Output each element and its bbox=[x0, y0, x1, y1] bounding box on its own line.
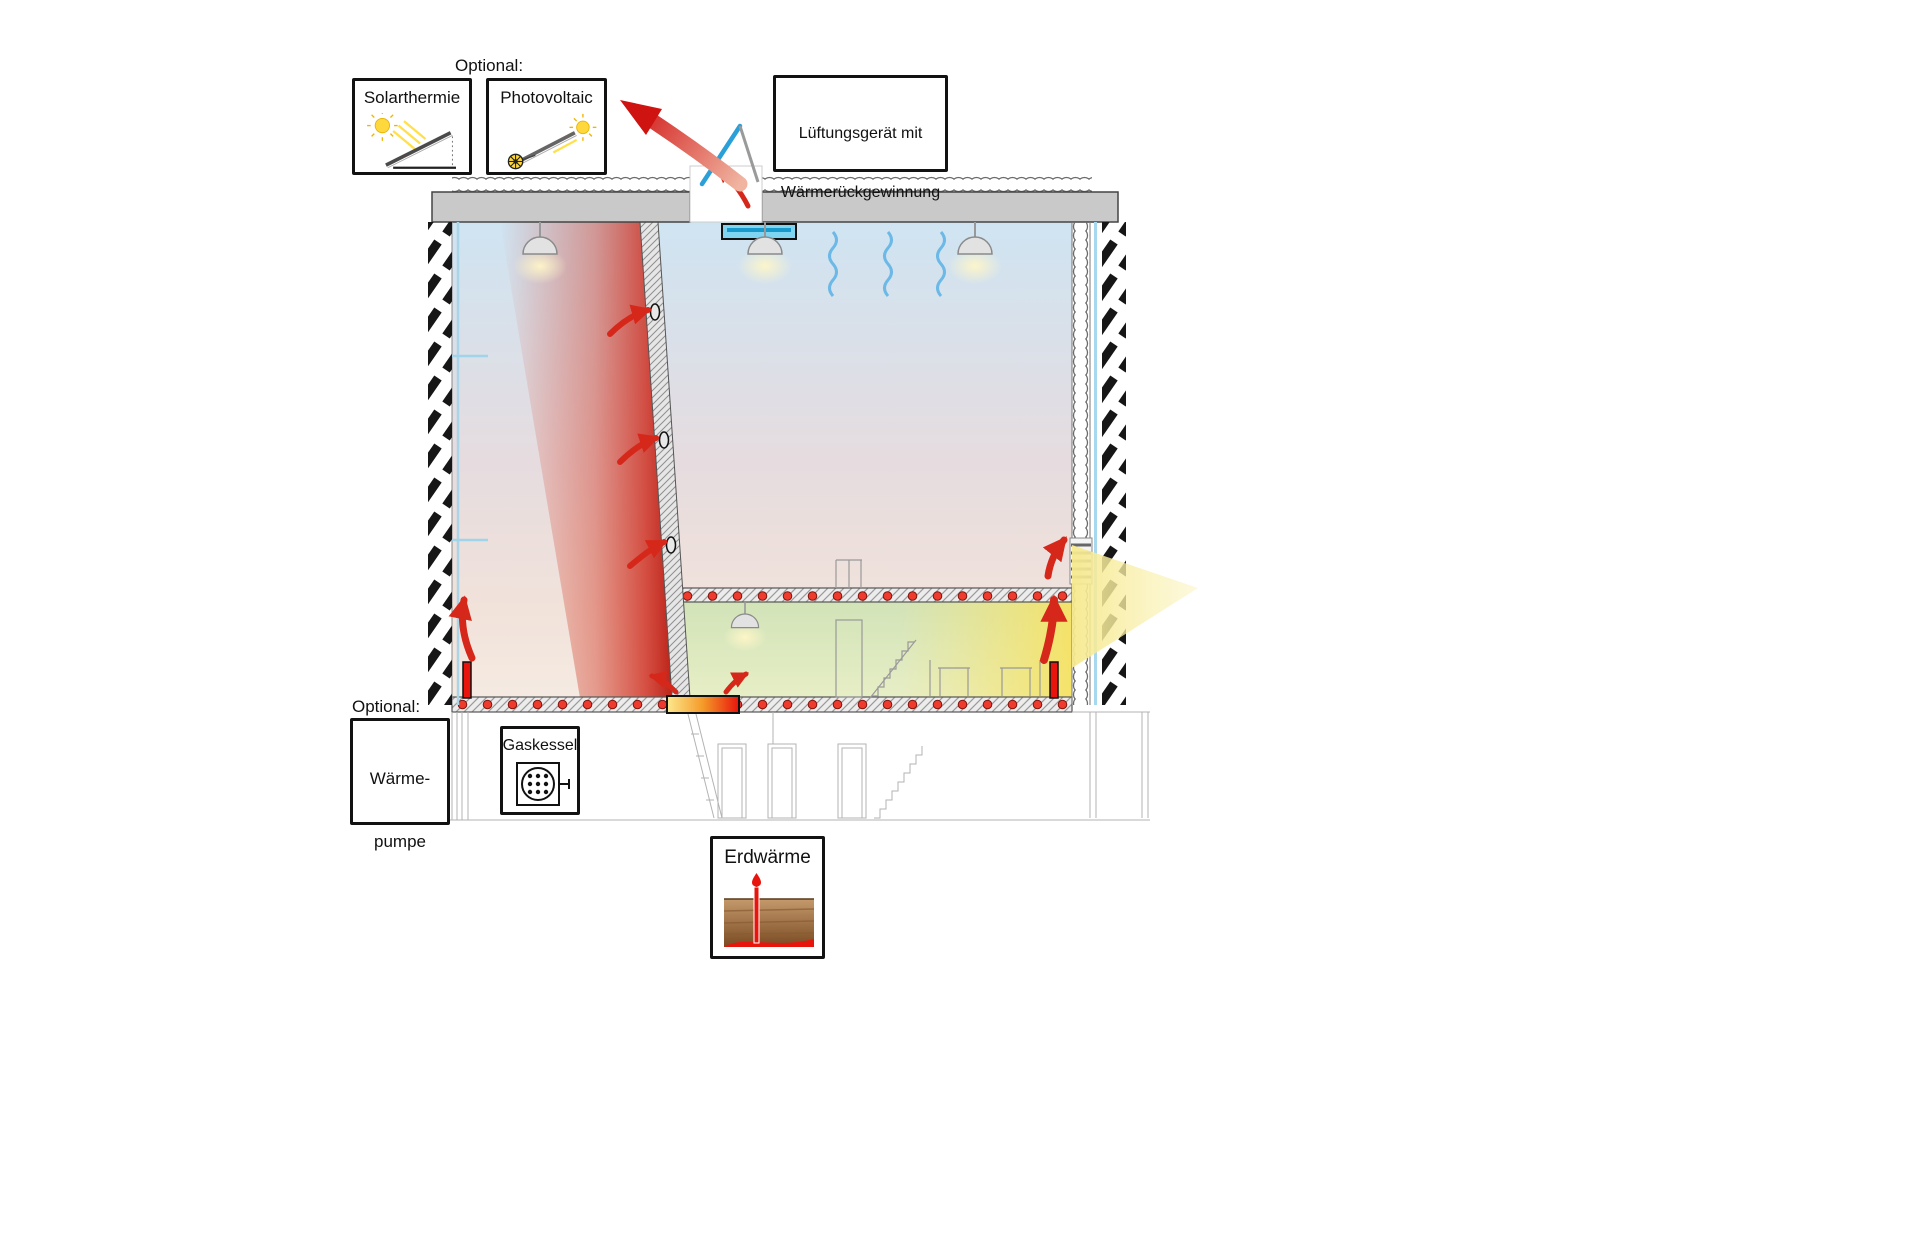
photovoltaic-legend-box: Photovoltaic bbox=[486, 78, 607, 175]
optional-label-bottom: Optional: bbox=[352, 697, 421, 716]
open-flap-blue bbox=[699, 123, 743, 187]
left-wall-hatching bbox=[428, 222, 452, 705]
geothermal-probe-pipe bbox=[753, 886, 759, 944]
gas-boiler-legend-box: Gaskessel bbox=[500, 726, 580, 815]
geothermal-legend-box: Erdwärme bbox=[710, 836, 825, 959]
heating-pipes bbox=[462, 661, 1059, 699]
wall-heater-left bbox=[462, 661, 472, 699]
roof-assembly bbox=[431, 176, 1119, 223]
left-facade bbox=[428, 222, 488, 705]
solar-panel-icon bbox=[385, 130, 452, 167]
wall-vent-opening bbox=[649, 303, 661, 321]
sun-icon bbox=[568, 113, 596, 141]
heat-pump-label: Wärme- pumpe bbox=[369, 769, 431, 851]
ventilation-legend-box: Lüftungsgerät mit Wärmerückgewinnung bbox=[773, 75, 948, 201]
hot-layer bbox=[723, 939, 814, 948]
radiator bbox=[666, 695, 740, 714]
geothermal-label: Erdwärme bbox=[724, 847, 811, 868]
solarthermie-label: Solarthermie bbox=[363, 88, 461, 107]
solar-thermal-icon bbox=[367, 112, 457, 169]
mezzanine-sketch bbox=[835, 559, 1041, 699]
roof-insulation-coil bbox=[452, 176, 690, 193]
sun-icon bbox=[367, 112, 398, 141]
photovoltaic-label: Photovoltaic bbox=[500, 88, 593, 107]
solar-gain-beam bbox=[1072, 545, 1198, 668]
geothermal-icon bbox=[723, 873, 814, 948]
basement-sketch bbox=[440, 711, 1150, 821]
ground-floor-slab bbox=[451, 696, 1073, 713]
photovoltaic-icon bbox=[507, 113, 596, 170]
exhaust-air-arrow bbox=[620, 100, 748, 192]
wall-heater-right bbox=[1049, 661, 1059, 699]
optional-label-top: Optional: bbox=[455, 56, 524, 75]
heat-pump-legend-box: Wärme- pumpe bbox=[350, 718, 450, 851]
wall-vent-opening bbox=[665, 536, 677, 554]
ventilation-label: Lüftungsgerät mit Wärmerückgewinnung bbox=[780, 125, 941, 201]
solarthermie-legend-box: Solarthermie bbox=[352, 78, 472, 175]
generator-wheel-icon bbox=[507, 153, 536, 170]
air-flow-squiggles bbox=[828, 231, 946, 297]
open-flap-gray bbox=[738, 125, 760, 183]
gas-burner-icon bbox=[516, 761, 570, 806]
gas-boiler-label: Gaskessel bbox=[502, 737, 578, 754]
flame-icon bbox=[751, 873, 761, 888]
roof-insulation-coil bbox=[762, 176, 1092, 193]
wall-vent-opening bbox=[658, 431, 670, 449]
